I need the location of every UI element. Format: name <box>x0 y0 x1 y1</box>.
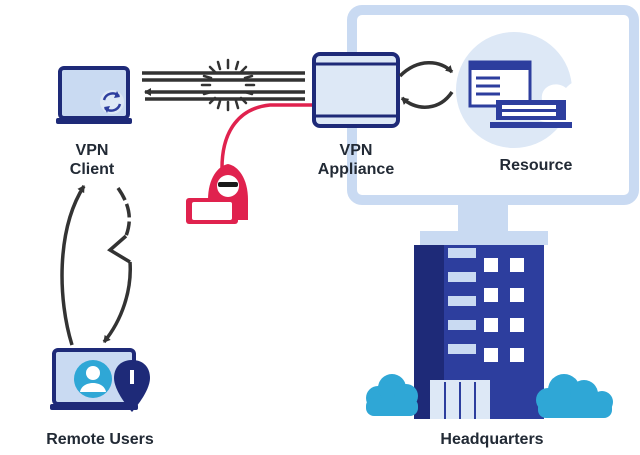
resource-label: Resource <box>500 157 573 174</box>
tunnel-arrows <box>142 71 305 101</box>
server-cloud-icon <box>456 32 612 148</box>
headquarters-label: Headquarters <box>440 431 543 448</box>
laptop-sync-icon <box>56 66 132 124</box>
remote-connection-arrows <box>60 185 132 346</box>
laptop-user-location-icon <box>50 348 150 412</box>
network-appliance-icon <box>312 52 400 128</box>
vpn-appliance-label-line2: Appliance <box>318 161 395 178</box>
tree-left-icon <box>366 374 418 416</box>
office-building-icon <box>414 245 544 419</box>
attacker-arrow <box>220 101 357 169</box>
remote-users-label: Remote Users <box>46 431 154 448</box>
vpn-appliance-label-line1: VPN <box>340 142 373 159</box>
vpn-client-label-line1: VPN <box>76 142 109 159</box>
appliance-resource-arrows <box>398 61 454 109</box>
tree-right-icon <box>536 374 613 418</box>
vpn-client-label-line2: Client <box>70 161 115 178</box>
hooded-hacker-icon <box>186 164 248 224</box>
signal-burst-icon <box>200 58 256 112</box>
